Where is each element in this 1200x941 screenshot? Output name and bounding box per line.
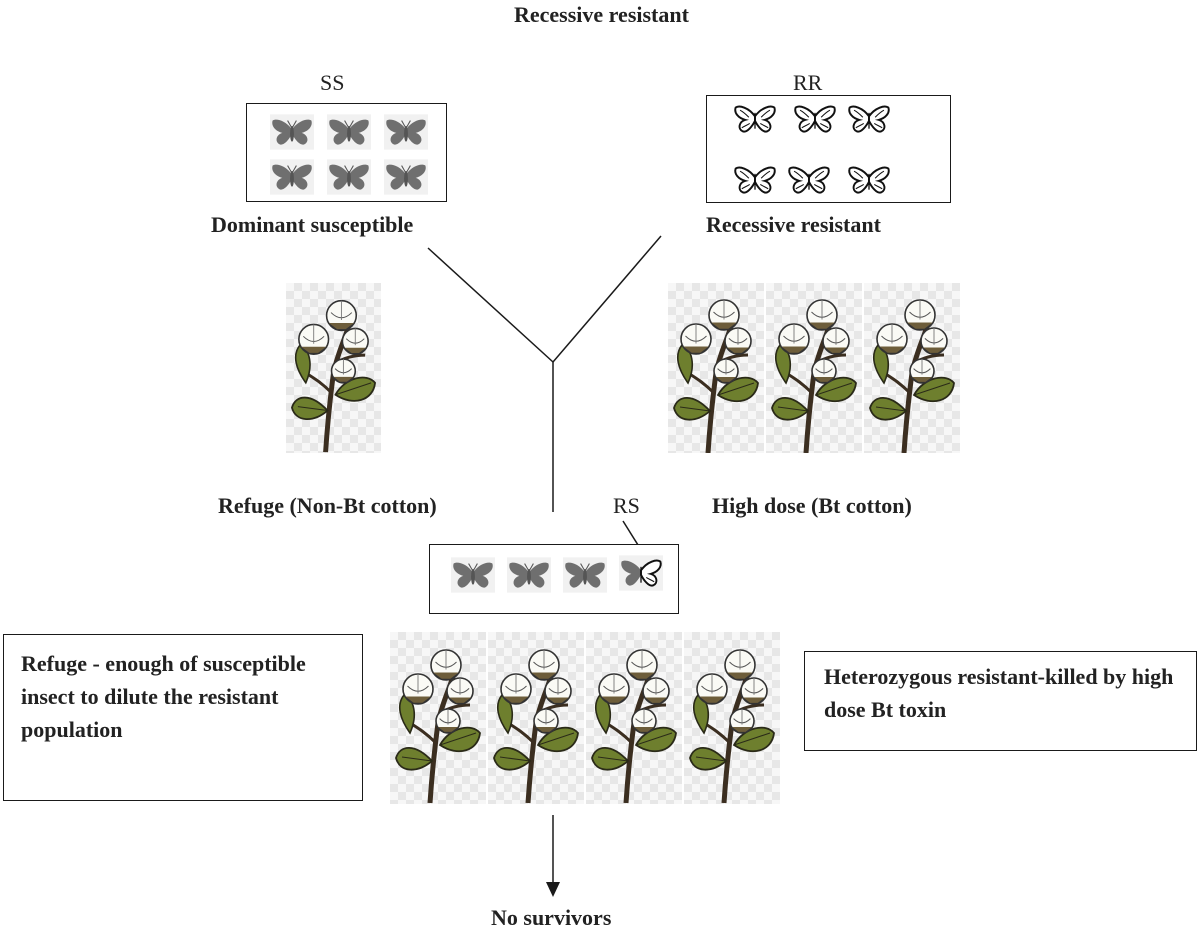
cotton-plant-icon <box>684 632 780 804</box>
heterozygous-note-text: Heterozygous resistant-killed by high do… <box>824 664 1174 722</box>
high-dose-label: High dose (Bt cotton) <box>712 493 912 518</box>
susceptible-moth-icon <box>270 114 314 155</box>
susceptible-moth-icon <box>327 114 371 155</box>
cotton-plant-icon <box>864 283 960 453</box>
rr-caption: Recessive resistant <box>706 212 881 237</box>
rr-genotype-label: RR <box>793 70 823 95</box>
susceptible-moth-icon <box>384 159 428 200</box>
resistant-moth-icon <box>847 162 891 203</box>
susceptible-moth-icon <box>384 114 428 155</box>
outcome-arrowhead <box>546 882 560 897</box>
resistant-moth-icon <box>793 101 837 142</box>
susceptible-moth-icon <box>327 159 371 200</box>
resistant-moth-icon <box>733 101 777 142</box>
cotton-plant-icon <box>390 632 486 804</box>
ss-caption: Dominant susceptible <box>211 212 414 237</box>
refuge-note-box: Refuge - enough of susceptible insect to… <box>3 634 363 801</box>
ss-to-junction-line <box>427 247 554 363</box>
cotton-plant-icon <box>286 283 381 453</box>
rs-genotype-label: RS <box>613 493 640 518</box>
refuge-label: Refuge (Non-Bt cotton) <box>218 493 437 518</box>
cotton-plant-icon <box>668 283 764 453</box>
cotton-plant-icon <box>488 632 584 804</box>
ss-genotype-label: SS <box>320 70 345 95</box>
susceptible-moth-icon <box>270 159 314 200</box>
resistant-moth-icon <box>733 162 777 203</box>
resistant-moth-icon <box>787 162 831 203</box>
susceptible-moth-icon <box>451 557 495 598</box>
heterozygous-note-box: Heterozygous resistant-killed by high do… <box>804 651 1197 751</box>
cotton-plant-icon <box>586 632 682 804</box>
top-title: Recessive resistant <box>514 2 689 27</box>
heterozygous-moth-icon <box>619 555 663 596</box>
resistant-moth-icon <box>847 101 891 142</box>
rr-to-junction-line <box>552 235 662 363</box>
susceptible-moth-icon <box>507 557 551 598</box>
susceptible-moth-icon <box>563 557 607 598</box>
cotton-plant-icon <box>766 283 862 453</box>
refuge-note-text: Refuge - enough of susceptible insect to… <box>21 651 306 742</box>
outcome-label: No survivors <box>491 905 612 930</box>
